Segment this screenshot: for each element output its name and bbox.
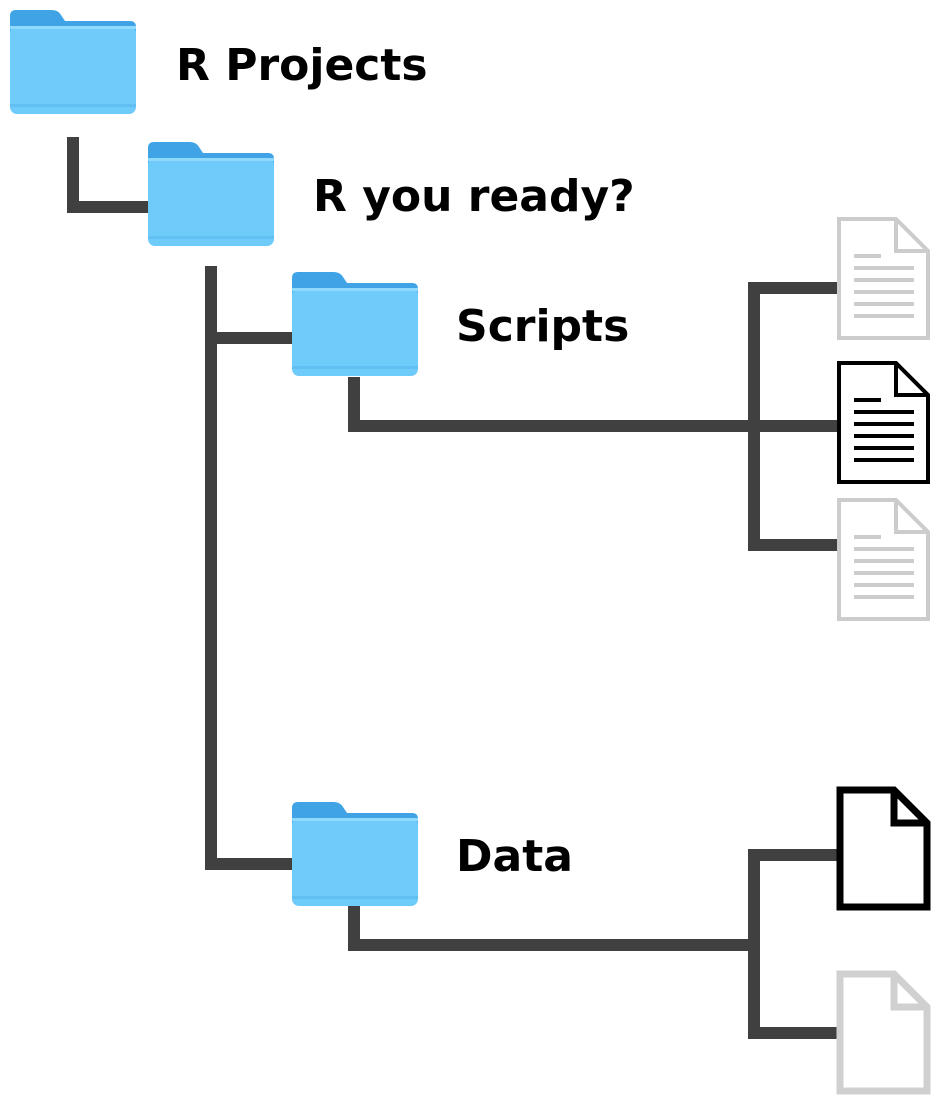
folder-label-project: R you ready? [313,171,635,222]
text-document-icon[interactable] [837,498,930,621]
connector-data-to-files [348,904,760,951]
folder-label-scripts: Scripts [456,301,629,352]
folder-icon[interactable] [292,802,418,906]
text-document-icon[interactable] [837,361,930,484]
folder-label-root: R Projects [176,40,428,91]
folder-label-data: Data [456,831,573,882]
connector-scripts-to-files [348,377,842,432]
connector-root-to-project [67,137,154,213]
text-document-icon[interactable] [837,217,930,340]
blank-document-icon[interactable] [840,790,927,907]
folder-icon[interactable] [292,272,418,376]
folder-icon[interactable] [148,142,274,246]
tree-connectors [67,137,842,1039]
blank-document-icon[interactable] [840,974,927,1091]
folder-icon[interactable] [10,10,136,114]
